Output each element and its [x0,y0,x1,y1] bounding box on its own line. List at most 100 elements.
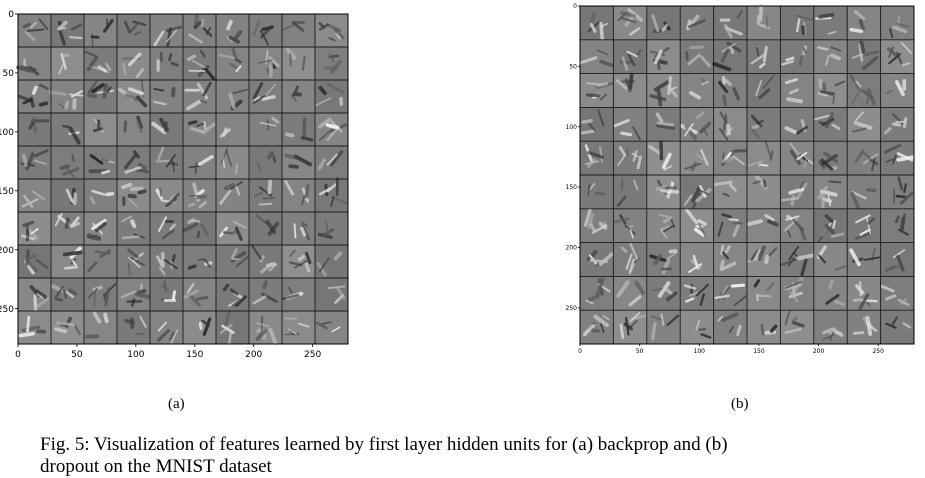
feature-tile [747,6,780,40]
feature-tile [814,243,847,277]
y-tick-label: 0 [573,3,577,10]
feature-tile [780,6,813,40]
feature-tile [814,40,847,74]
feature-tile [847,40,880,74]
feature-tile [18,278,51,311]
feature-tile [282,212,315,245]
feature-tile [117,80,150,113]
feature-tile [315,278,348,311]
feature-tile [881,107,914,141]
feature-tile [580,243,613,277]
feature-tile [51,113,84,146]
feature-tile [51,179,84,212]
feature-tile [216,146,249,179]
feature-tile [847,74,880,108]
y-tick-label: 200 [566,245,578,252]
feature-tile [150,80,183,113]
feature-tile [150,146,183,179]
feature-tile [847,243,881,277]
feature-tile [580,74,613,108]
feature-tile [282,245,315,278]
feature-tile [613,107,646,141]
feature-tile [150,113,183,146]
feature-tile [51,212,84,245]
feature-tile [847,209,880,243]
feature-tile [714,40,747,74]
y-tick-label: 150 [566,184,578,191]
feature-tile [814,107,847,141]
feature-tile [84,80,117,113]
feature-tile [680,74,713,108]
feature-tile [216,212,249,245]
feature-tile [315,47,348,80]
feature-tile [780,107,813,141]
feature-tile [881,6,914,40]
feature-tile [249,245,282,278]
feature-tile [216,311,249,344]
feature-tile [847,6,880,40]
feature-tile [580,209,613,243]
feature-tile [714,6,747,40]
feature-tile [647,107,680,141]
y-tick-label: 50 [3,69,15,79]
feature-tile [183,245,216,278]
feature-tile [847,107,880,141]
feature-tile [51,47,84,80]
feature-tile [50,80,84,113]
feature-tile [117,212,150,245]
x-tick-label: 150 [753,348,765,354]
feature-tile [747,243,780,277]
feature-tile [183,47,216,80]
y-tick-label: 250 [0,305,14,315]
feature-tile [117,245,150,278]
feature-tile [747,175,780,209]
feature-tile [680,107,713,141]
feature-tile [150,278,183,311]
feature-tile [249,80,282,113]
y-tick-label: 150 [0,187,14,197]
feature-tile [580,107,613,141]
feature-tile [881,209,914,243]
feature-tile [714,74,747,108]
feature-tile [847,175,880,209]
feature-tile [613,243,646,277]
feature-tile [847,276,880,310]
feature-tile [647,74,680,108]
feature-tile [315,80,348,113]
feature-tile [647,209,680,243]
feature-tile [216,80,249,113]
feature-tile [647,243,680,277]
feature-tile [150,179,183,212]
feature-tile [183,113,216,146]
feature-tile [613,310,646,344]
feature-tile [117,278,150,311]
feature-tile [814,74,847,108]
feature-tile [183,212,216,245]
feature-tile [18,80,51,113]
y-tick-label: 50 [569,63,577,70]
feature-tile [680,310,713,344]
feature-tile [315,245,348,278]
feature-tile [680,175,713,209]
feature-tile [249,146,282,179]
feature-tile [747,276,780,310]
figure-caption: Fig. 5: Visualization of features learne… [40,434,910,478]
feature-tile [747,141,780,175]
feature-tile [680,40,713,74]
feature-tile [780,141,813,175]
feature-tile [613,6,646,40]
feature-tile [847,141,880,175]
feature-tile [282,278,315,311]
feature-tile [780,209,813,243]
feature-tile [780,276,813,310]
feature-tile [814,141,847,175]
x-tick-label: 200 [245,350,262,360]
feature-tile [647,141,680,175]
feature-tile [150,14,183,47]
feature-tile [282,179,315,212]
feature-tile [315,179,348,212]
feature-tile [780,310,813,344]
feature-tile [613,209,646,243]
feature-tile [249,278,282,311]
